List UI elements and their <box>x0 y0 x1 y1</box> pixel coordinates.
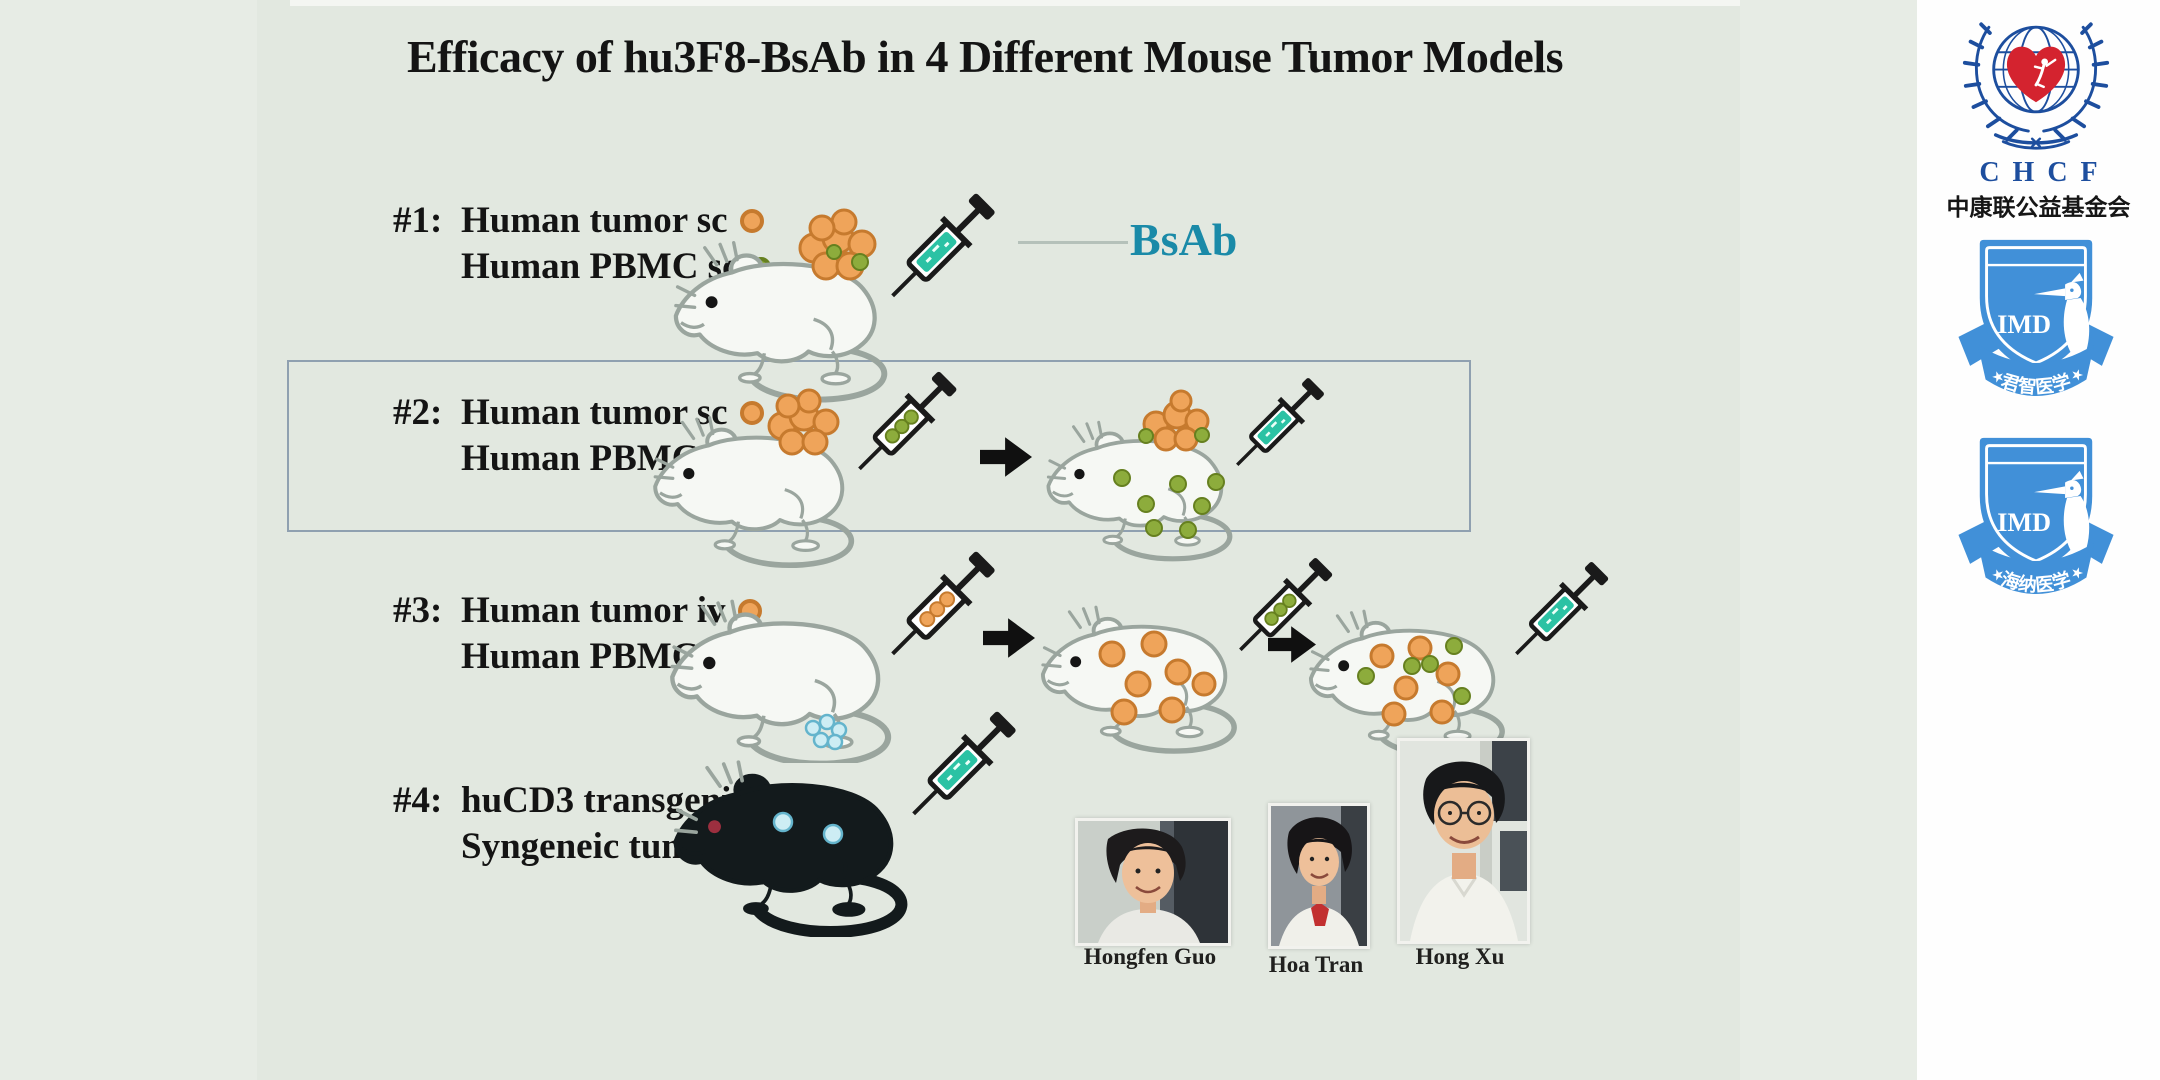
tumor-dot-icon <box>739 209 764 233</box>
mouse-model-2-scene-1 <box>642 366 977 571</box>
fairy-icon <box>2033 58 2057 89</box>
model-line-text: Human tumor iv <box>461 590 726 631</box>
iv-pbmc-dots <box>1357 637 1471 705</box>
chcf-acronym: CHCF <box>1979 157 2111 188</box>
person-name: Hong Xu <box>1415 944 1505 969</box>
bird-icon <box>2034 470 2090 572</box>
laurel-branches <box>1962 22 2110 150</box>
imd-badge-haina: IMD ★ ★ 海纳医学 <box>1958 437 2114 595</box>
sc-tumor-cluster <box>1138 389 1210 452</box>
model-number: #2: <box>393 392 443 433</box>
star-icon: ★ <box>2068 564 2085 583</box>
photo-hongfen-guo <box>1075 818 1231 946</box>
arrow-icon <box>983 618 1035 658</box>
sc-tumor-cluster <box>798 208 877 281</box>
person-name: Hoa Tran <box>1268 952 1364 977</box>
star-icon: ★ <box>1990 566 2007 585</box>
model-line-text: Human tumor sc <box>461 200 728 241</box>
arrow-icon <box>980 437 1032 477</box>
photo-hong-xu <box>1397 738 1530 944</box>
iv-tumor-dots <box>1369 635 1461 727</box>
bsab-pointer-line <box>1018 241 1128 244</box>
iv-pbmc-dots <box>1113 469 1225 539</box>
model-line-text: Human PBMC sc <box>461 246 739 287</box>
star-icon: ★ <box>2068 366 2085 385</box>
tumor-syringe-icon <box>878 548 1000 668</box>
imd-badge-junzhi: IMD ★ ★ 君智医学 <box>1958 239 2114 397</box>
mouse-model-2-scene-2 <box>1038 366 1328 571</box>
chcf-chinese-name: 中康联公益基金会 <box>1946 194 2131 220</box>
model-number: #4: <box>393 780 443 821</box>
sc-tumor-cluster <box>767 388 840 456</box>
bird-icon <box>2034 272 2090 374</box>
imd-text: IMD <box>1997 508 2051 537</box>
bsab-label: BsAb <box>1130 214 1238 265</box>
iv-tumor-dots <box>1098 630 1217 726</box>
bsab-syringe-icon <box>878 188 1000 310</box>
mouse-model-3-scene-2 <box>1032 552 1337 764</box>
syngeneic-body-dots <box>772 811 844 845</box>
heart-icon <box>2006 46 2066 103</box>
mouse-model-3-scene-3 <box>1300 554 1635 766</box>
bsab-syringe-icon <box>899 706 1021 828</box>
pbmc-syringe-icon <box>846 367 962 483</box>
bsab-syringe-icon <box>1504 557 1613 666</box>
imd-text: IMD <box>1997 310 2051 339</box>
mouse-model-1-scene <box>662 188 1022 403</box>
black-mouse-icon <box>676 762 902 932</box>
syngeneic-tumor-cluster <box>804 713 848 751</box>
model-number: #1: <box>393 200 443 241</box>
mouse-model-4-scene <box>655 702 1105 937</box>
chcf-logo <box>1962 22 2110 150</box>
person-name: Hongfen Guo <box>1083 944 1217 969</box>
tumor-dot-icon <box>739 401 764 425</box>
photo-hoa-tran <box>1268 803 1370 949</box>
bsab-syringe-icon <box>1225 373 1328 476</box>
slide-top-edge <box>290 0 1740 6</box>
slide-title: Efficacy of hu3F8-BsAb in 4 Different Mo… <box>406 31 1564 82</box>
star-icon: ★ <box>1990 368 2007 387</box>
model-number: #3: <box>393 590 443 631</box>
